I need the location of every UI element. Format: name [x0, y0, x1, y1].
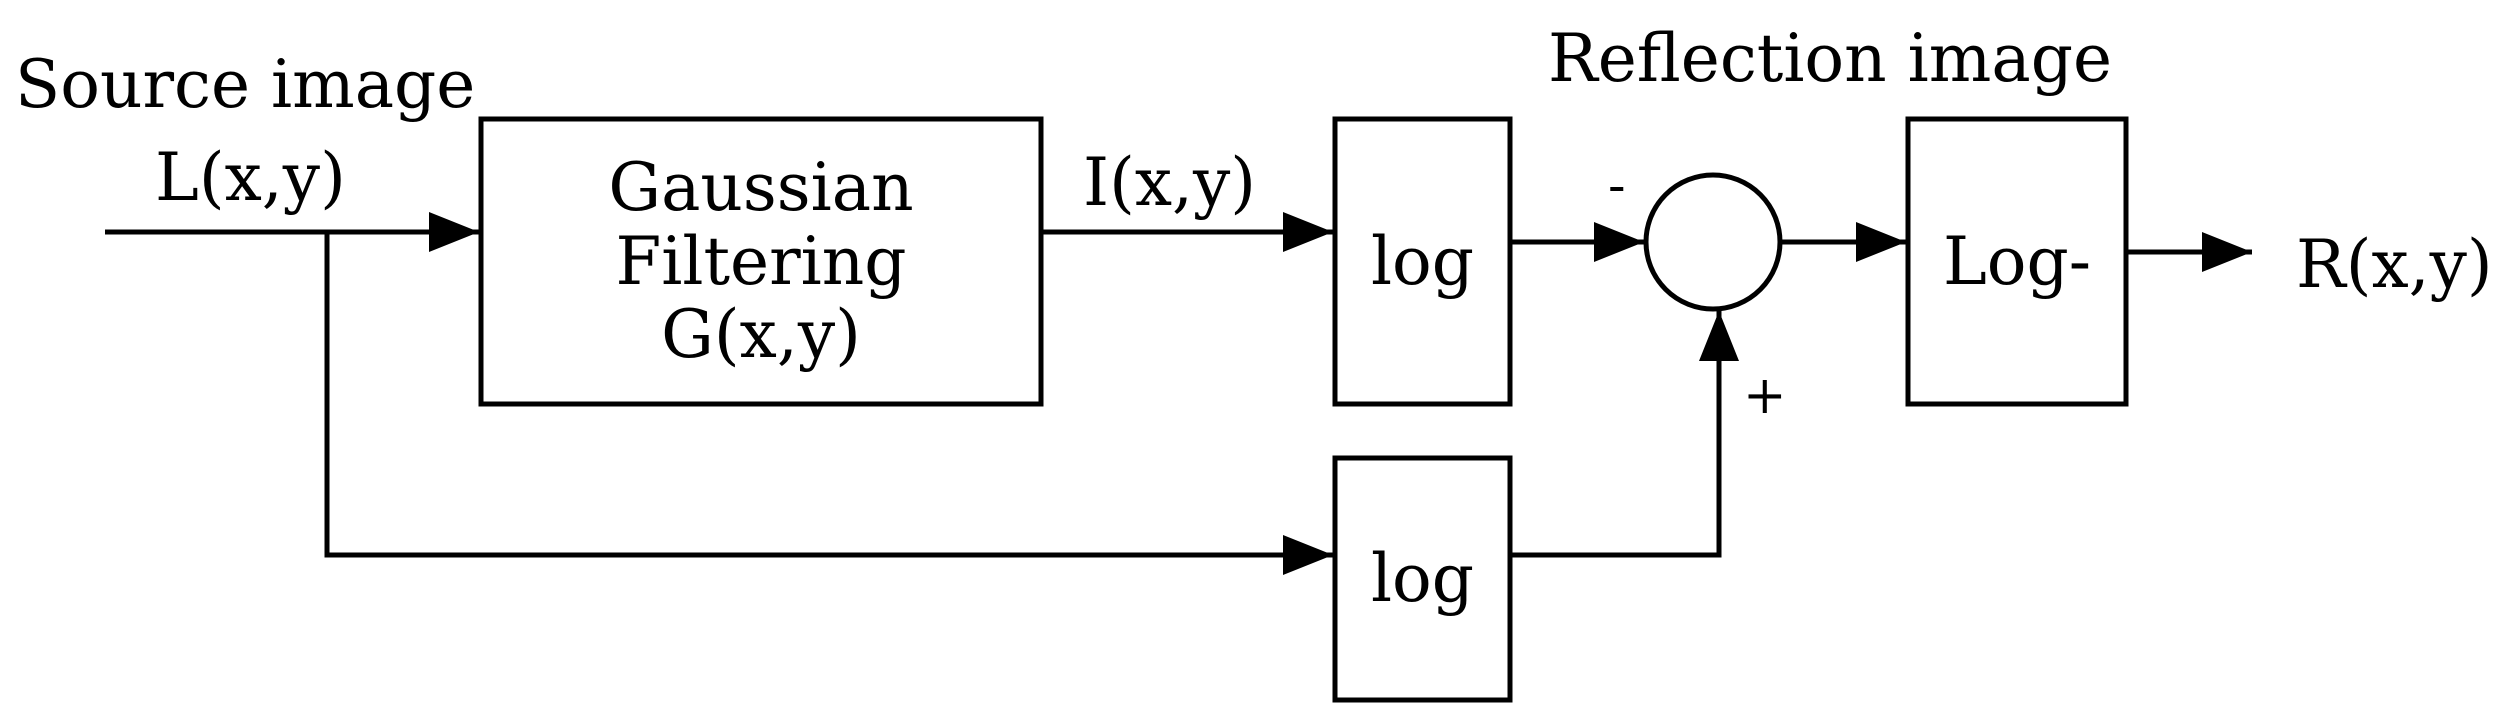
- source-signal-label: L(x,y): [155, 139, 346, 216]
- log-bottom-to-junction-arrow: [1510, 311, 1739, 558]
- log-top-text: log: [1370, 222, 1475, 300]
- log-inverse-block: [1905, 116, 2129, 407]
- minus-sign: -: [1608, 156, 1626, 216]
- gaussian-filter-text: Gaussian Filtering G(x,y): [481, 119, 1041, 404]
- bypass-connector: [324, 232, 1333, 575]
- filtered-signal-label: I(x,y): [1083, 144, 1257, 221]
- log-block-bottom: [1332, 455, 1513, 703]
- gaussian-filter-block: [478, 116, 1044, 407]
- output-signal-label: R(x,y): [2296, 226, 2493, 303]
- gaussian-line-1: Gaussian: [608, 148, 914, 226]
- gaussian-line-3: G(x,y): [661, 296, 861, 374]
- plus-sign: +: [1743, 366, 1787, 426]
- log-block-top: [1332, 116, 1513, 407]
- log-inverse-text: Log-: [1942, 222, 2092, 300]
- reflection-image-label: Reflection image: [1548, 20, 2112, 97]
- source-image-label: Source image: [15, 46, 476, 123]
- summing-junction: [1643, 172, 1783, 312]
- log-bottom-text: log: [1370, 540, 1475, 618]
- gaussian-line-2: Filtering: [615, 222, 907, 300]
